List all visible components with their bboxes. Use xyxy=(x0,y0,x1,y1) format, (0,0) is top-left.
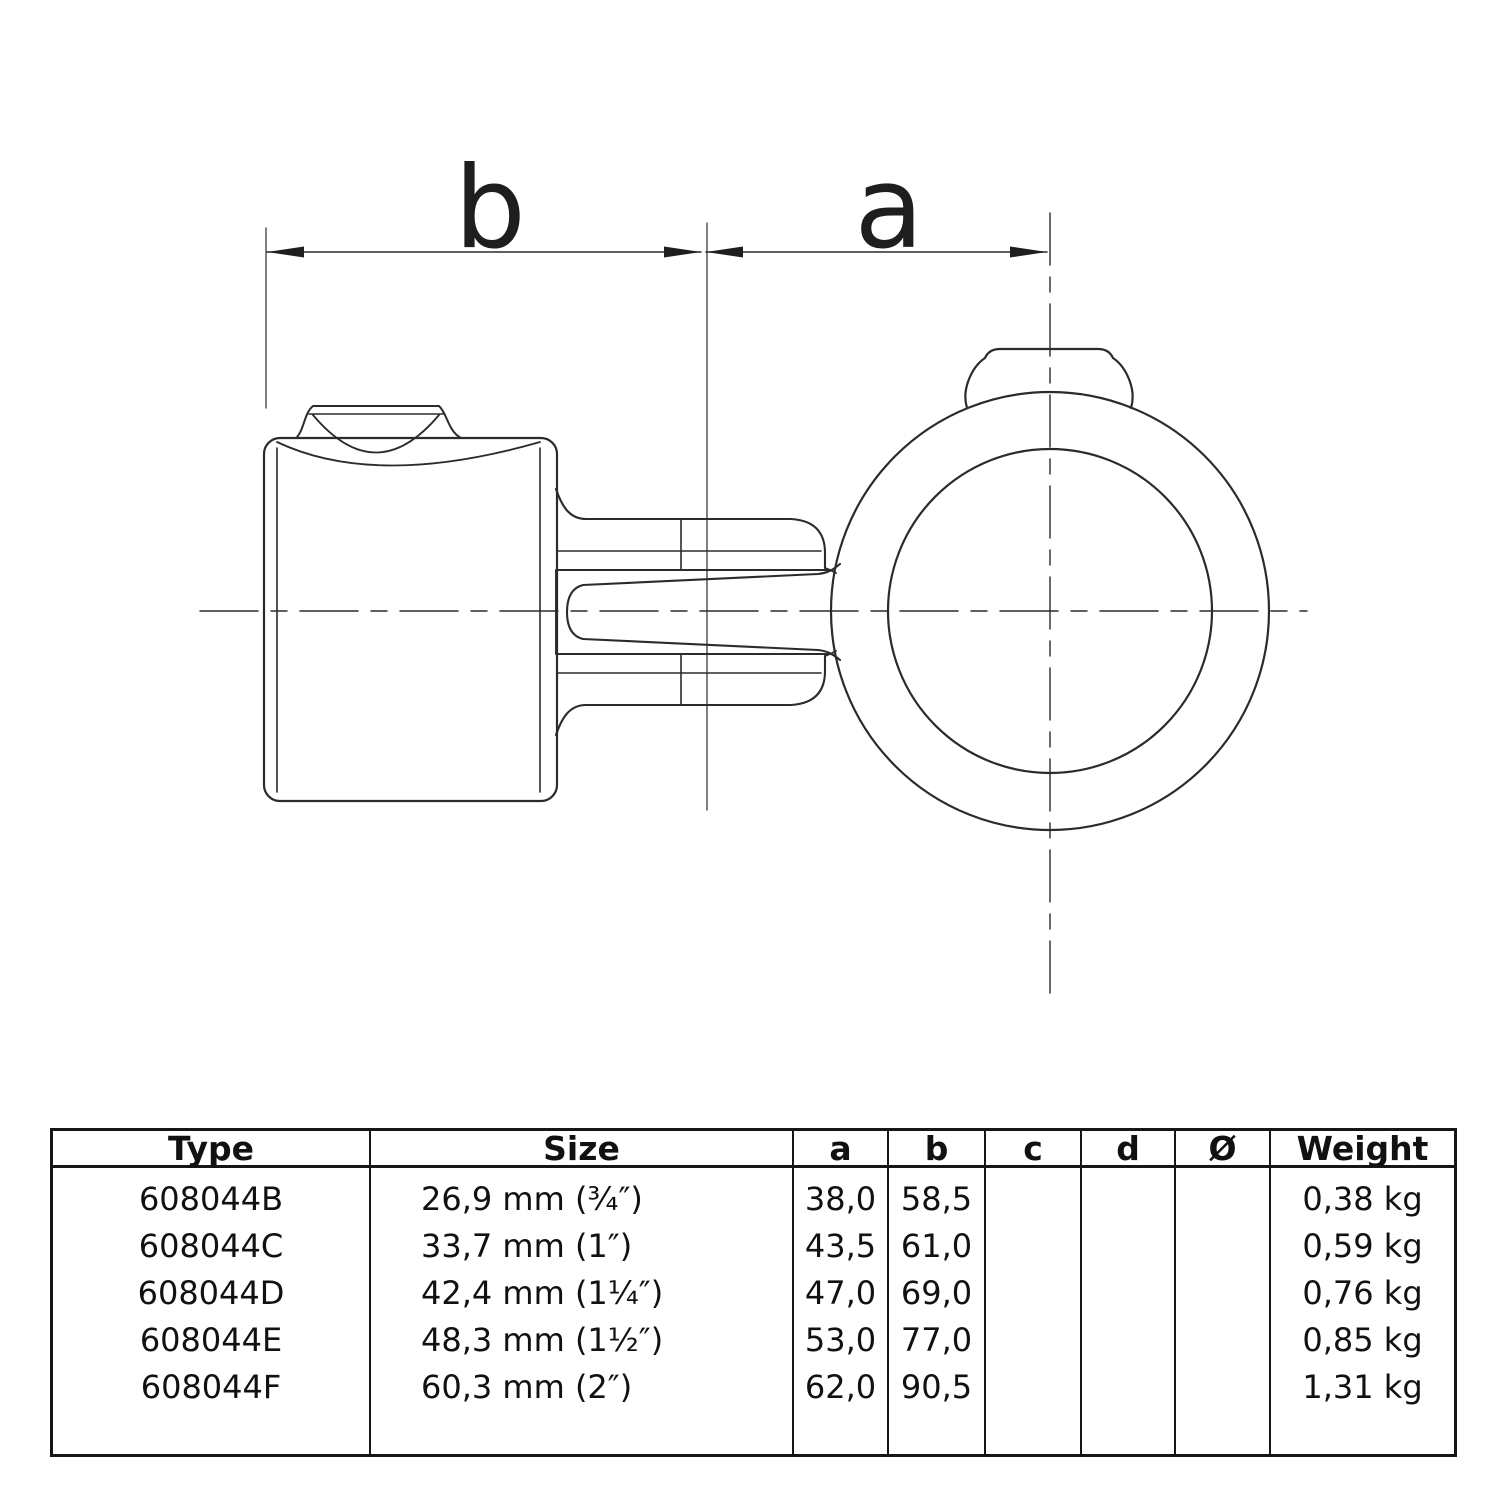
table-cell-b: 61,0 xyxy=(900,1226,973,1265)
centerlines xyxy=(199,212,1308,996)
tongue-top-edge xyxy=(581,562,842,587)
swivel-ring-front-view xyxy=(829,347,1271,832)
table-cell-b: 69,0 xyxy=(900,1273,973,1312)
table-cell-type: 608044C xyxy=(138,1226,284,1265)
table-cell-d xyxy=(1082,1363,1174,1410)
fork-joint xyxy=(554,487,842,737)
table-cell-a: 47,0 xyxy=(804,1273,877,1312)
table-cell-d xyxy=(1082,1316,1174,1363)
arrowhead-left-icon xyxy=(706,246,743,258)
table-cell-d xyxy=(1082,1222,1174,1269)
table-cell-size: 60,3 mm (2″) xyxy=(421,1367,633,1406)
tongue-bottom-edge xyxy=(581,637,842,662)
ring-top-lug-outline xyxy=(964,347,1134,410)
spec-table-column-size: Size 26,9 mm (¾″) 33,7 mm (1″) 42,4 mm (… xyxy=(371,1131,794,1454)
table-cell-c xyxy=(986,1175,1080,1222)
fork-lower-prong-outline xyxy=(554,654,827,737)
table-cell-a: 62,0 xyxy=(804,1367,877,1406)
table-cell-weight: 1,31 kg xyxy=(1302,1367,1423,1406)
column-header-size: Size xyxy=(371,1131,792,1168)
column-cells-size: 26,9 mm (¾″) 33,7 mm (1″) 42,4 mm (1¼″) … xyxy=(371,1168,792,1410)
table-cell-b: 58,5 xyxy=(900,1179,973,1218)
spec-table-column-diameter: Ø xyxy=(1176,1131,1271,1454)
spec-table-column-c: c xyxy=(986,1131,1082,1454)
table-cell-diameter xyxy=(1176,1363,1269,1410)
table-cell-diameter xyxy=(1176,1222,1269,1269)
spec-table: Type 608044B 608044C 608044D 608044E 608… xyxy=(50,1128,1457,1457)
column-header-d: d xyxy=(1082,1131,1174,1168)
socket-body-outline xyxy=(262,436,559,803)
socket-collar-outline xyxy=(295,405,462,439)
column-cells-type: 608044B 608044C 608044D 608044E 608044F xyxy=(53,1168,369,1410)
table-cell-a: 38,0 xyxy=(804,1179,877,1218)
column-header-weight: Weight xyxy=(1271,1131,1454,1168)
table-cell-type: 608044B xyxy=(138,1179,284,1218)
socket-saddle-arc-outer xyxy=(276,441,541,467)
table-cell-a: 53,0 xyxy=(804,1320,877,1359)
table-cell-type: 608044E xyxy=(139,1320,283,1359)
column-cells-d xyxy=(1082,1168,1174,1410)
table-cell-size: 33,7 mm (1″) xyxy=(421,1226,633,1265)
socket-side-view xyxy=(262,405,559,803)
dimension-a-label: a xyxy=(854,142,923,274)
table-cell-type: 608044D xyxy=(137,1273,285,1312)
arrowhead-right-icon xyxy=(1010,246,1047,258)
dimension-b: b xyxy=(266,142,702,274)
fork-upper-prong-outline xyxy=(554,487,827,570)
column-cells-a: 38,0 43,5 47,0 53,0 62,0 xyxy=(794,1168,887,1410)
ring-inner-circle xyxy=(886,447,1214,775)
table-cell-diameter xyxy=(1176,1316,1269,1363)
column-header-c: c xyxy=(986,1131,1080,1168)
table-cell-a: 43,5 xyxy=(804,1226,877,1265)
dimension-b-label: b xyxy=(454,142,526,274)
table-cell-weight: 0,76 kg xyxy=(1302,1273,1423,1312)
table-cell-size: 26,9 mm (¾″) xyxy=(421,1179,643,1218)
table-cell-diameter xyxy=(1176,1269,1269,1316)
fitting-drawing: b a xyxy=(199,142,1308,996)
column-header-a: a xyxy=(794,1131,887,1168)
table-cell-weight: 0,59 kg xyxy=(1302,1226,1423,1265)
column-cells-c xyxy=(986,1168,1080,1410)
table-cell-c xyxy=(986,1222,1080,1269)
dimension-a: a xyxy=(705,142,1048,274)
spec-table-column-weight: Weight 0,38 kg 0,59 kg 0,76 kg 0,85 kg 1… xyxy=(1271,1131,1454,1454)
fork-slot-outline xyxy=(555,569,830,655)
table-cell-c xyxy=(986,1316,1080,1363)
spec-table-column-b: b 58,5 61,0 69,0 77,0 90,5 xyxy=(889,1131,986,1454)
spec-table-column-type: Type 608044B 608044C 608044D 608044E 608… xyxy=(53,1131,371,1454)
column-cells-b: 58,5 61,0 69,0 77,0 90,5 xyxy=(889,1168,984,1410)
table-cell-weight: 0,38 kg xyxy=(1302,1179,1423,1218)
arrowhead-left-icon xyxy=(267,246,304,258)
table-cell-b: 90,5 xyxy=(900,1367,973,1406)
tongue-left-cap xyxy=(565,583,585,641)
spec-table-column-d: d xyxy=(1082,1131,1176,1454)
arrowhead-right-icon xyxy=(664,246,701,258)
table-cell-diameter xyxy=(1176,1175,1269,1222)
table-cell-size: 42,4 mm (1¼″) xyxy=(421,1273,664,1312)
socket-saddle-arc-inner xyxy=(312,414,440,454)
column-cells-weight: 0,38 kg 0,59 kg 0,76 kg 0,85 kg 1,31 kg xyxy=(1271,1168,1454,1410)
ring-outer-circle xyxy=(829,390,1271,832)
table-cell-type: 608044F xyxy=(140,1367,282,1406)
table-cell-b: 77,0 xyxy=(900,1320,973,1359)
table-cell-c xyxy=(986,1363,1080,1410)
column-header-b: b xyxy=(889,1131,984,1168)
spec-table-column-a: a 38,0 43,5 47,0 53,0 62,0 xyxy=(794,1131,889,1454)
column-header-type: Type xyxy=(53,1131,369,1168)
column-header-diameter: Ø xyxy=(1176,1131,1269,1168)
column-cells-diameter xyxy=(1176,1168,1269,1410)
table-cell-d xyxy=(1082,1175,1174,1222)
table-cell-d xyxy=(1082,1269,1174,1316)
table-cell-c xyxy=(986,1269,1080,1316)
table-cell-size: 48,3 mm (1½″) xyxy=(421,1320,664,1359)
table-cell-weight: 0,85 kg xyxy=(1302,1320,1423,1359)
